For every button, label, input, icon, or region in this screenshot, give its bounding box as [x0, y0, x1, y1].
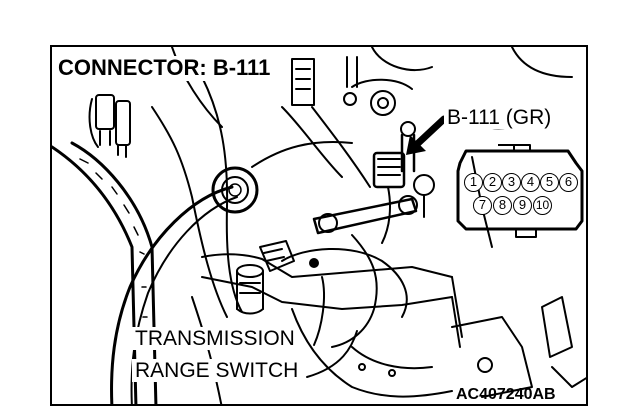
connector-pin-1: 1	[464, 173, 483, 192]
engine-illustration	[52, 47, 586, 404]
connector-pin-7: 7	[473, 196, 492, 215]
connector-pin-4: 4	[521, 173, 540, 192]
connector-pin-8: 8	[493, 196, 512, 215]
connector-pin-5: 5	[540, 173, 559, 192]
connector-pin-2: 2	[483, 173, 502, 192]
connector-title: CONNECTOR: B-111	[56, 56, 274, 81]
figure-code: AC407240AB	[456, 386, 556, 403]
connector-id-label: B-111 (GR)	[444, 106, 555, 129]
connector-pin-10: 10	[533, 196, 552, 215]
connector-face-icon	[456, 144, 584, 238]
connector-pin-9: 9	[513, 196, 532, 215]
diagram-frame: 1 2 3 4 5 6 7 8 9 10 CONNECTOR: B-111 B-…	[50, 45, 588, 406]
connector-pin-3: 3	[502, 173, 521, 192]
component-label-line1: TRANSMISSION	[132, 327, 298, 350]
component-label-line2: RANGE SWITCH	[132, 359, 302, 382]
connector-pin-6: 6	[559, 173, 578, 192]
arrow-icon	[406, 115, 448, 155]
